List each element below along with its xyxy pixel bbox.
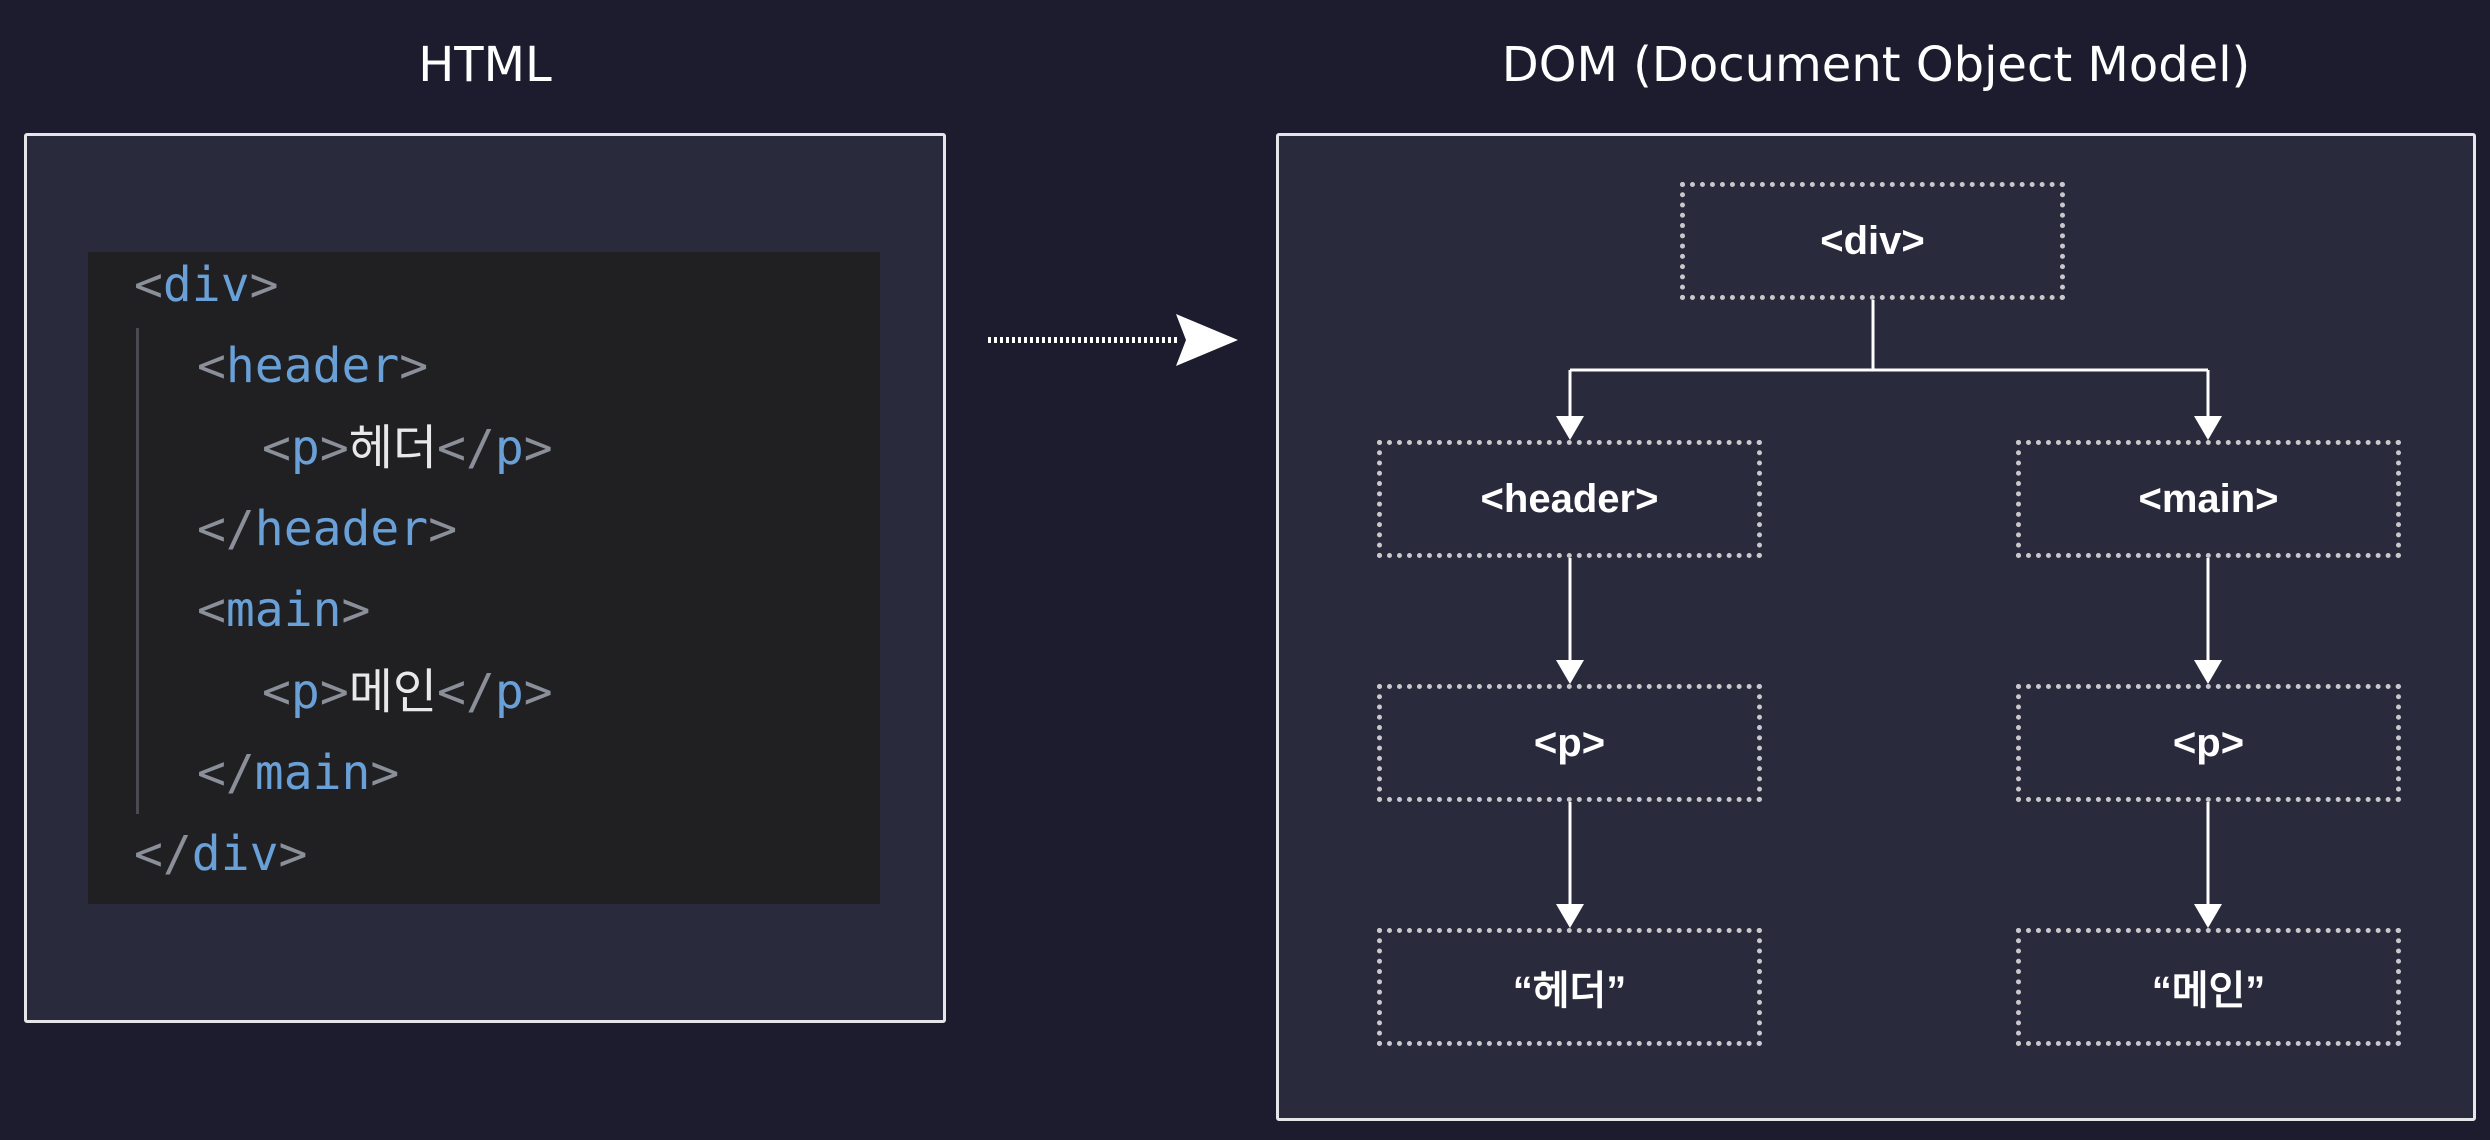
- code-line-3: <p>헤더</p>: [262, 407, 553, 489]
- code-punct-close: >: [278, 826, 308, 882]
- dom-node-p-header: <p>: [1377, 684, 1762, 802]
- dom-node-label: <div>: [1820, 218, 1925, 263]
- code-text: 메인: [348, 664, 438, 720]
- code-tag: div: [191, 826, 279, 882]
- transform-arrow-icon: [988, 314, 1238, 366]
- code-punct-open: </: [197, 745, 255, 801]
- dom-node-div: <div>: [1680, 182, 2065, 300]
- dom-node-header: <header>: [1377, 440, 1762, 558]
- code-punct-open: </: [134, 826, 192, 882]
- dom-node-label: “메인”: [2151, 969, 2266, 1013]
- code-punct-close: >: [341, 582, 371, 638]
- code-line-2: <header>: [197, 325, 428, 407]
- arrow-head: [1176, 314, 1238, 366]
- code-punct-close: >: [399, 338, 429, 394]
- code-punct-open: <: [262, 664, 291, 720]
- dom-node-label: <main>: [2138, 476, 2279, 521]
- code-punct-close: >: [319, 664, 349, 720]
- code-tag: main: [254, 745, 371, 801]
- dom-node-label: <header>: [1480, 476, 1659, 521]
- code-punct-close: >: [319, 420, 349, 476]
- code-block: [88, 252, 880, 904]
- code-punct-close-closing: >: [523, 664, 553, 720]
- dom-node-p-main: <p>: [2016, 684, 2401, 802]
- code-punct-open: <: [262, 420, 291, 476]
- code-punct-close: >: [249, 257, 279, 313]
- dom-heading: DOM (Document Object Model): [1501, 37, 2251, 93]
- code-tag: p: [290, 664, 320, 720]
- dom-node-label: <p>: [2172, 720, 2245, 765]
- dom-node-text-header: “헤더”: [1377, 928, 1762, 1046]
- code-tag: p: [290, 420, 320, 476]
- code-tag: main: [225, 582, 342, 638]
- code-punct-open: <: [197, 582, 226, 638]
- code-tag-closing: p: [494, 420, 524, 476]
- code-punct-open-closing: </: [437, 664, 495, 720]
- code-tag: header: [225, 338, 400, 394]
- code-line-7: </main>: [197, 732, 399, 814]
- dom-node-text-main: “메인”: [2016, 928, 2401, 1046]
- code-punct-open-closing: </: [437, 420, 495, 476]
- code-tag: header: [254, 501, 429, 557]
- indent-guide: [136, 328, 139, 814]
- code-punct-close: >: [370, 745, 400, 801]
- code-punct-close-closing: >: [523, 420, 553, 476]
- code-text: 헤더: [348, 420, 438, 476]
- code-line-1: <div>: [134, 244, 279, 326]
- code-line-4: </header>: [197, 488, 457, 570]
- code-line-5: <main>: [197, 569, 370, 651]
- code-punct-open: <: [197, 338, 226, 394]
- code-line-6: <p>메인</p>: [262, 651, 553, 733]
- dom-node-label: “헤더”: [1512, 969, 1627, 1013]
- dom-node-label: <p>: [1533, 720, 1606, 765]
- dom-node-main: <main>: [2016, 440, 2401, 558]
- html-heading: HTML: [418, 37, 552, 93]
- code-tag-closing: p: [494, 664, 524, 720]
- code-line-8: </div>: [134, 813, 307, 895]
- code-punct-open: <: [134, 257, 163, 313]
- code-tag: div: [162, 257, 250, 313]
- code-punct-open: </: [197, 501, 255, 557]
- code-punct-close: >: [428, 501, 458, 557]
